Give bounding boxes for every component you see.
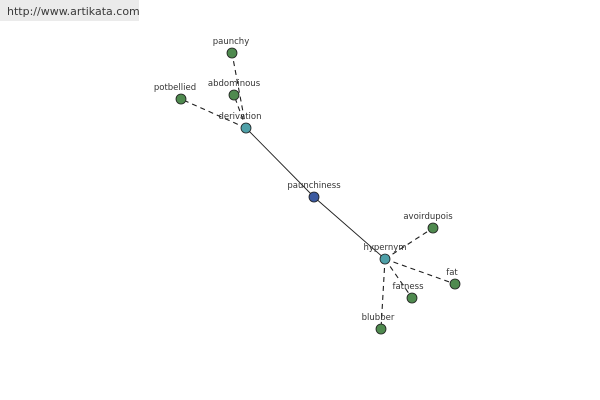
nodes-layer [175,47,461,335]
edge-hypernym-avoirdupois [384,227,434,260]
url-banner: http://www.artikata.com [0,0,140,21]
node-label-potbellied: potbellied [154,83,196,93]
edge-derivation-potbellied [180,98,247,129]
node-derivation[interactable] [240,122,252,134]
node-paunchiness[interactable] [308,191,320,203]
node-blubber[interactable] [375,323,387,335]
edge-paunchiness-hypernym [313,196,386,260]
node-label-abdominous: abdominous [208,79,261,89]
node-hypernym[interactable] [379,253,391,265]
node-potbellied[interactable] [175,93,187,105]
node-label-fat: fat [446,268,458,278]
edge-hypernym-fat [384,258,456,285]
edges-layer [180,52,456,330]
node-label-blubber: blubber [362,313,395,323]
labels-layer: paunchiness derivation hypernym paunchy abdo… [154,37,459,323]
edge-paunchiness-derivation [245,127,315,198]
node-label-hypernym: hypernym [363,243,406,253]
edge-derivation-abdominous [233,94,247,129]
node-fat[interactable] [449,278,461,290]
node-fatness[interactable] [406,292,418,304]
edge-derivation-paunchy [231,52,247,129]
node-label-fatness: fatness [392,282,424,292]
url-text[interactable]: http://www.artikata.com [7,5,140,18]
node-paunchy[interactable] [226,47,238,59]
edge-hypernym-fatness [384,258,413,299]
node-avoirdupois[interactable] [427,222,439,234]
node-label-avoirdupois: avoirdupois [403,212,453,222]
edge-hypernym-blubber [380,258,386,330]
node-label-derivation: derivation [218,112,261,122]
node-label-paunchy: paunchy [213,37,249,47]
node-abdominous[interactable] [228,89,240,101]
node-label-paunchiness: paunchiness [287,181,341,191]
